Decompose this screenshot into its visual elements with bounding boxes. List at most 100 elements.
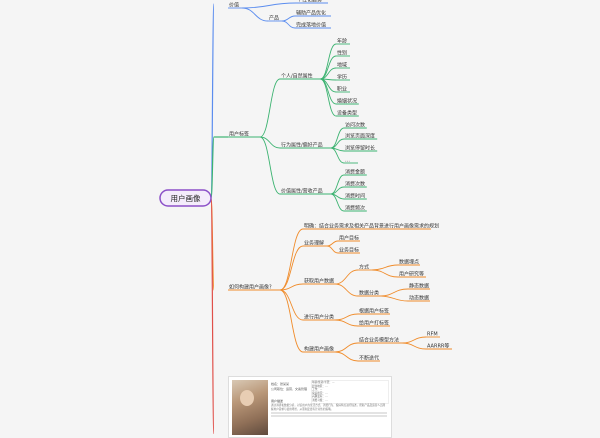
node-business-model-method[interactable]: 结合业务模型方法 [359,336,399,343]
node-tag-item[interactable]: 职业 [337,85,347,92]
node-tag-item[interactable]: 消费频次 [345,204,365,211]
connector-line [279,283,304,291]
connector-line [379,295,409,302]
node-tag-item[interactable]: 访问次数 [345,121,365,128]
node-tag-item[interactable]: 浏览停留时长 [345,144,375,151]
connector-line [279,245,304,291]
connector-line [279,289,304,353]
persona-description: 用户描述 通过调研和数据分析，对该用户的生活方式、消费行为、偏好特点进行描述，帮… [271,399,387,418]
connector-line [320,78,337,117]
connector-line [279,228,304,291]
node-tag-item[interactable]: 婚姻状况 [337,97,357,104]
connector-line [334,351,359,362]
root-node-box [159,189,212,207]
text-line-placeholder [271,412,387,415]
connector-line [281,20,296,29]
node-tag-item[interactable]: … [345,157,350,163]
persona-info-line: 家庭状况：… [312,391,328,395]
node-tag-item[interactable]: 消费次数 [345,180,365,187]
node-tag-item[interactable]: 设备类型 [337,109,357,116]
persona-info-line: 兴趣爱好：… [312,395,328,399]
node-method[interactable]: 方式 [359,263,369,270]
node-event-tracking[interactable]: 数据埋点 [399,258,419,265]
persona-name-block: 姓名：张某某 公司职位：运营、文案管理 [271,382,307,392]
persona-name-line: 姓名：张某某 [271,382,290,386]
node-build-persona[interactable]: 构建用户画像 [304,345,334,352]
node-business-goal[interactable]: 业务目标 [339,246,359,253]
connector-line [334,319,359,327]
connector-line [326,245,339,254]
connector-line [401,342,427,350]
persona-info-line: 消费习惯：… [312,398,328,402]
connector-line [210,197,215,434]
connector-line [259,136,281,149]
node-product[interactable]: 产品 [269,14,279,21]
node-value[interactable]: 价值 [229,1,239,8]
node-assist-optimization[interactable]: 辅助产品优化 [296,9,326,16]
node-how-to-build[interactable]: 如何构建用户画像? [229,283,272,290]
node-tag-group[interactable]: 个人/自然属性 [281,72,313,79]
connector-line [334,269,359,285]
connector-line [401,336,427,344]
node-data-category[interactable]: 数据分类 [359,289,379,296]
text-line-placeholder [271,415,387,418]
root-node[interactable]: 用户画像 [159,189,212,207]
connector-line [330,193,345,212]
connector-line [279,289,304,321]
root-node-label: 用户画像 [171,193,201,203]
persona-document-image: 姓名：张某某 公司职位：运营、文案管理 年龄/性别/学历：… 居住地区：… 工作… [228,376,392,438]
node-tag-item[interactable]: 消费时间 [345,192,365,199]
node-user-goal[interactable]: 用户目标 [339,234,359,241]
node-dynamic-data[interactable]: 动态数据 [409,294,429,301]
node-tag-item[interactable]: 性别 [337,49,347,56]
node-tag-item[interactable]: 地域 [337,61,347,68]
persona-description-text: 通过调研和数据分析，对该用户的生活方式、消费行为、偏好特点进行描述，帮助产品及运… [271,404,386,411]
persona-info-line: 年龄/性别/学历：… [312,381,335,384]
connector-line [379,288,409,297]
node-personalized-service[interactable]: 个性化服务 [297,0,322,3]
persona-info-line: 工作：… [312,388,323,392]
connector-line [334,283,359,297]
node-business-understanding[interactable]: 业务理解 [304,239,324,246]
connector-line [259,136,281,195]
connector-line [281,15,296,22]
persona-name-line: 公司职位：运营、文案管理 [271,387,308,391]
connector-line [241,7,269,22]
node-get-user-data[interactable]: 获取用户数据 [304,277,334,284]
connector-line [330,174,345,195]
node-tag-item[interactable]: 年龄 [337,37,347,44]
node-user-classification[interactable]: 进行用户分类 [304,313,334,320]
node-user-tags[interactable]: 用户标签 [229,130,249,137]
connector-line [259,78,281,138]
persona-info-block: 年龄/性别/学历：… 居住地区：… 工作：… 家庭状况：… 兴趣爱好：… 消费习… [311,380,389,404]
node-rfm[interactable]: RFM [427,331,438,337]
persona-photo [232,380,268,435]
connector-line [241,2,297,9]
connector-line [320,55,337,80]
node-tag-users[interactable]: 给用户打标签 [359,319,389,326]
connector-line [371,269,399,278]
node-tag-group[interactable]: 行为属性/偏好产品 [281,141,323,148]
node-by-user-tags[interactable]: 根据用户标签 [359,307,389,314]
connector-line [330,127,345,149]
node-tag-item[interactable]: 消费金额 [345,168,365,175]
connector-lines [210,2,452,434]
node-tag-item[interactable]: 学历 [337,73,347,80]
connector-line [326,240,339,247]
node-tag-item[interactable]: 浏览页面深度 [345,132,375,139]
node-static-data[interactable]: 静态数据 [409,282,429,289]
connector-line [330,147,345,164]
connector-line [371,264,399,271]
connector-line [334,313,359,321]
node-aarrr[interactable]: AARRR等 [427,342,449,349]
persona-info-line: 居住地区：… [312,384,328,388]
node-iterate[interactable]: 不断迭代 [359,354,379,361]
node-clarify-requirement[interactable]: 明确：结合业务需求及相关产品背景进行用户画像需求的规划 [304,222,439,229]
node-landing-value[interactable]: 完成落地价值 [296,21,326,28]
node-user-research[interactable]: 用户研究等 [399,270,424,277]
connector-line [334,342,359,353]
node-tag-group[interactable]: 价值属性/营收产品 [281,187,323,194]
persona-description-title: 用户描述 [271,399,284,403]
